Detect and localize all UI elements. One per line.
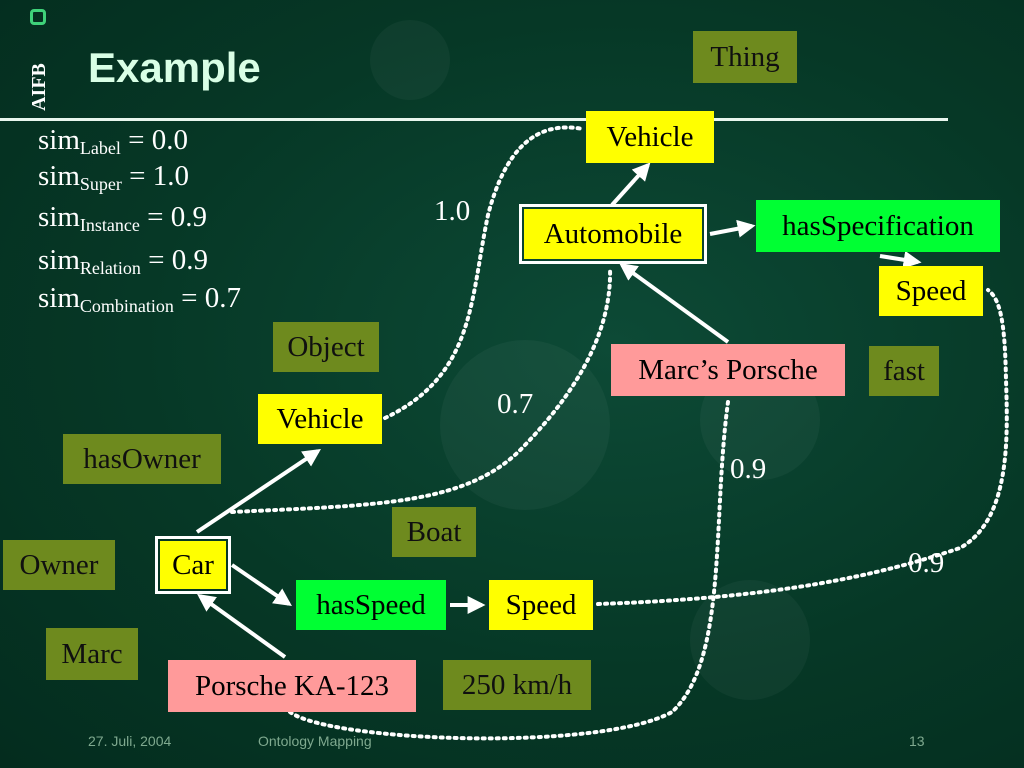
sim-instance-line: simInstance = 0.9: [38, 201, 207, 235]
edge-automobile-hasspecification: [709, 219, 756, 238]
node-speed-a: Speed: [879, 266, 983, 316]
node-marcs-porsche: Marc’s Porsche: [611, 344, 845, 396]
footer-date: 27. Juli, 2004: [88, 733, 172, 749]
score-vehicle-vehicle: 1.0: [434, 195, 471, 227]
node-marc: Marc: [46, 628, 138, 680]
sim-combination-line: simCombination = 0.7: [38, 282, 242, 316]
footer-page-number: 13: [909, 733, 925, 749]
title-divider: [0, 118, 948, 121]
node-porsche-ka: Porsche KA-123: [168, 660, 416, 712]
decor-circle: [370, 20, 450, 100]
node-car: Car: [155, 536, 231, 594]
slide-title: Example: [88, 44, 261, 91]
node-speed-value: 250 km/h: [443, 660, 591, 710]
score-speed-speed: 0.9: [908, 547, 945, 579]
edge-car-vehicle: [195, 448, 321, 534]
node-vehicle-b: Vehicle: [258, 394, 382, 444]
node-boat: Boat: [392, 507, 476, 557]
node-thing: Thing: [693, 31, 797, 83]
footer-topic: Ontology Mapping: [258, 733, 372, 749]
edge-marcsporsche-automobile: [619, 262, 730, 344]
sim-relation-line: simRelation = 0.9: [38, 244, 209, 278]
sim-super-line: simSuper = 1.0: [38, 160, 190, 194]
decor-circle: [690, 580, 810, 700]
logo-icon: [30, 9, 46, 25]
node-speed-b: Speed: [489, 580, 593, 630]
edge-car-hasspeed: [230, 563, 292, 607]
node-owner: Owner: [3, 540, 115, 590]
node-has-speed: hasSpeed: [296, 580, 446, 630]
mapping-porsche-porsche: [288, 400, 730, 741]
score-porsche-porsche: 0.9: [730, 453, 767, 485]
node-automobile: Automobile: [519, 204, 707, 264]
node-vehicle-a: Vehicle: [586, 111, 714, 163]
mapping-speed-speed: [596, 288, 1009, 606]
node-fast: fast: [869, 346, 939, 396]
edge-automobile-vehicle: [610, 162, 651, 207]
node-has-owner: hasOwner: [63, 434, 221, 484]
score-automobile-car: 0.7: [497, 388, 534, 420]
mapping-automobile-car: [230, 266, 613, 514]
node-has-specification: hasSpecification: [756, 200, 1000, 252]
sim-label-line: simLabel = 0.0: [38, 124, 188, 158]
node-object: Object: [273, 322, 379, 372]
edge-hasspecification-speed: [879, 250, 922, 269]
edge-porsche-car: [197, 593, 287, 659]
mapping-vehicle-vehicle: [383, 125, 585, 420]
